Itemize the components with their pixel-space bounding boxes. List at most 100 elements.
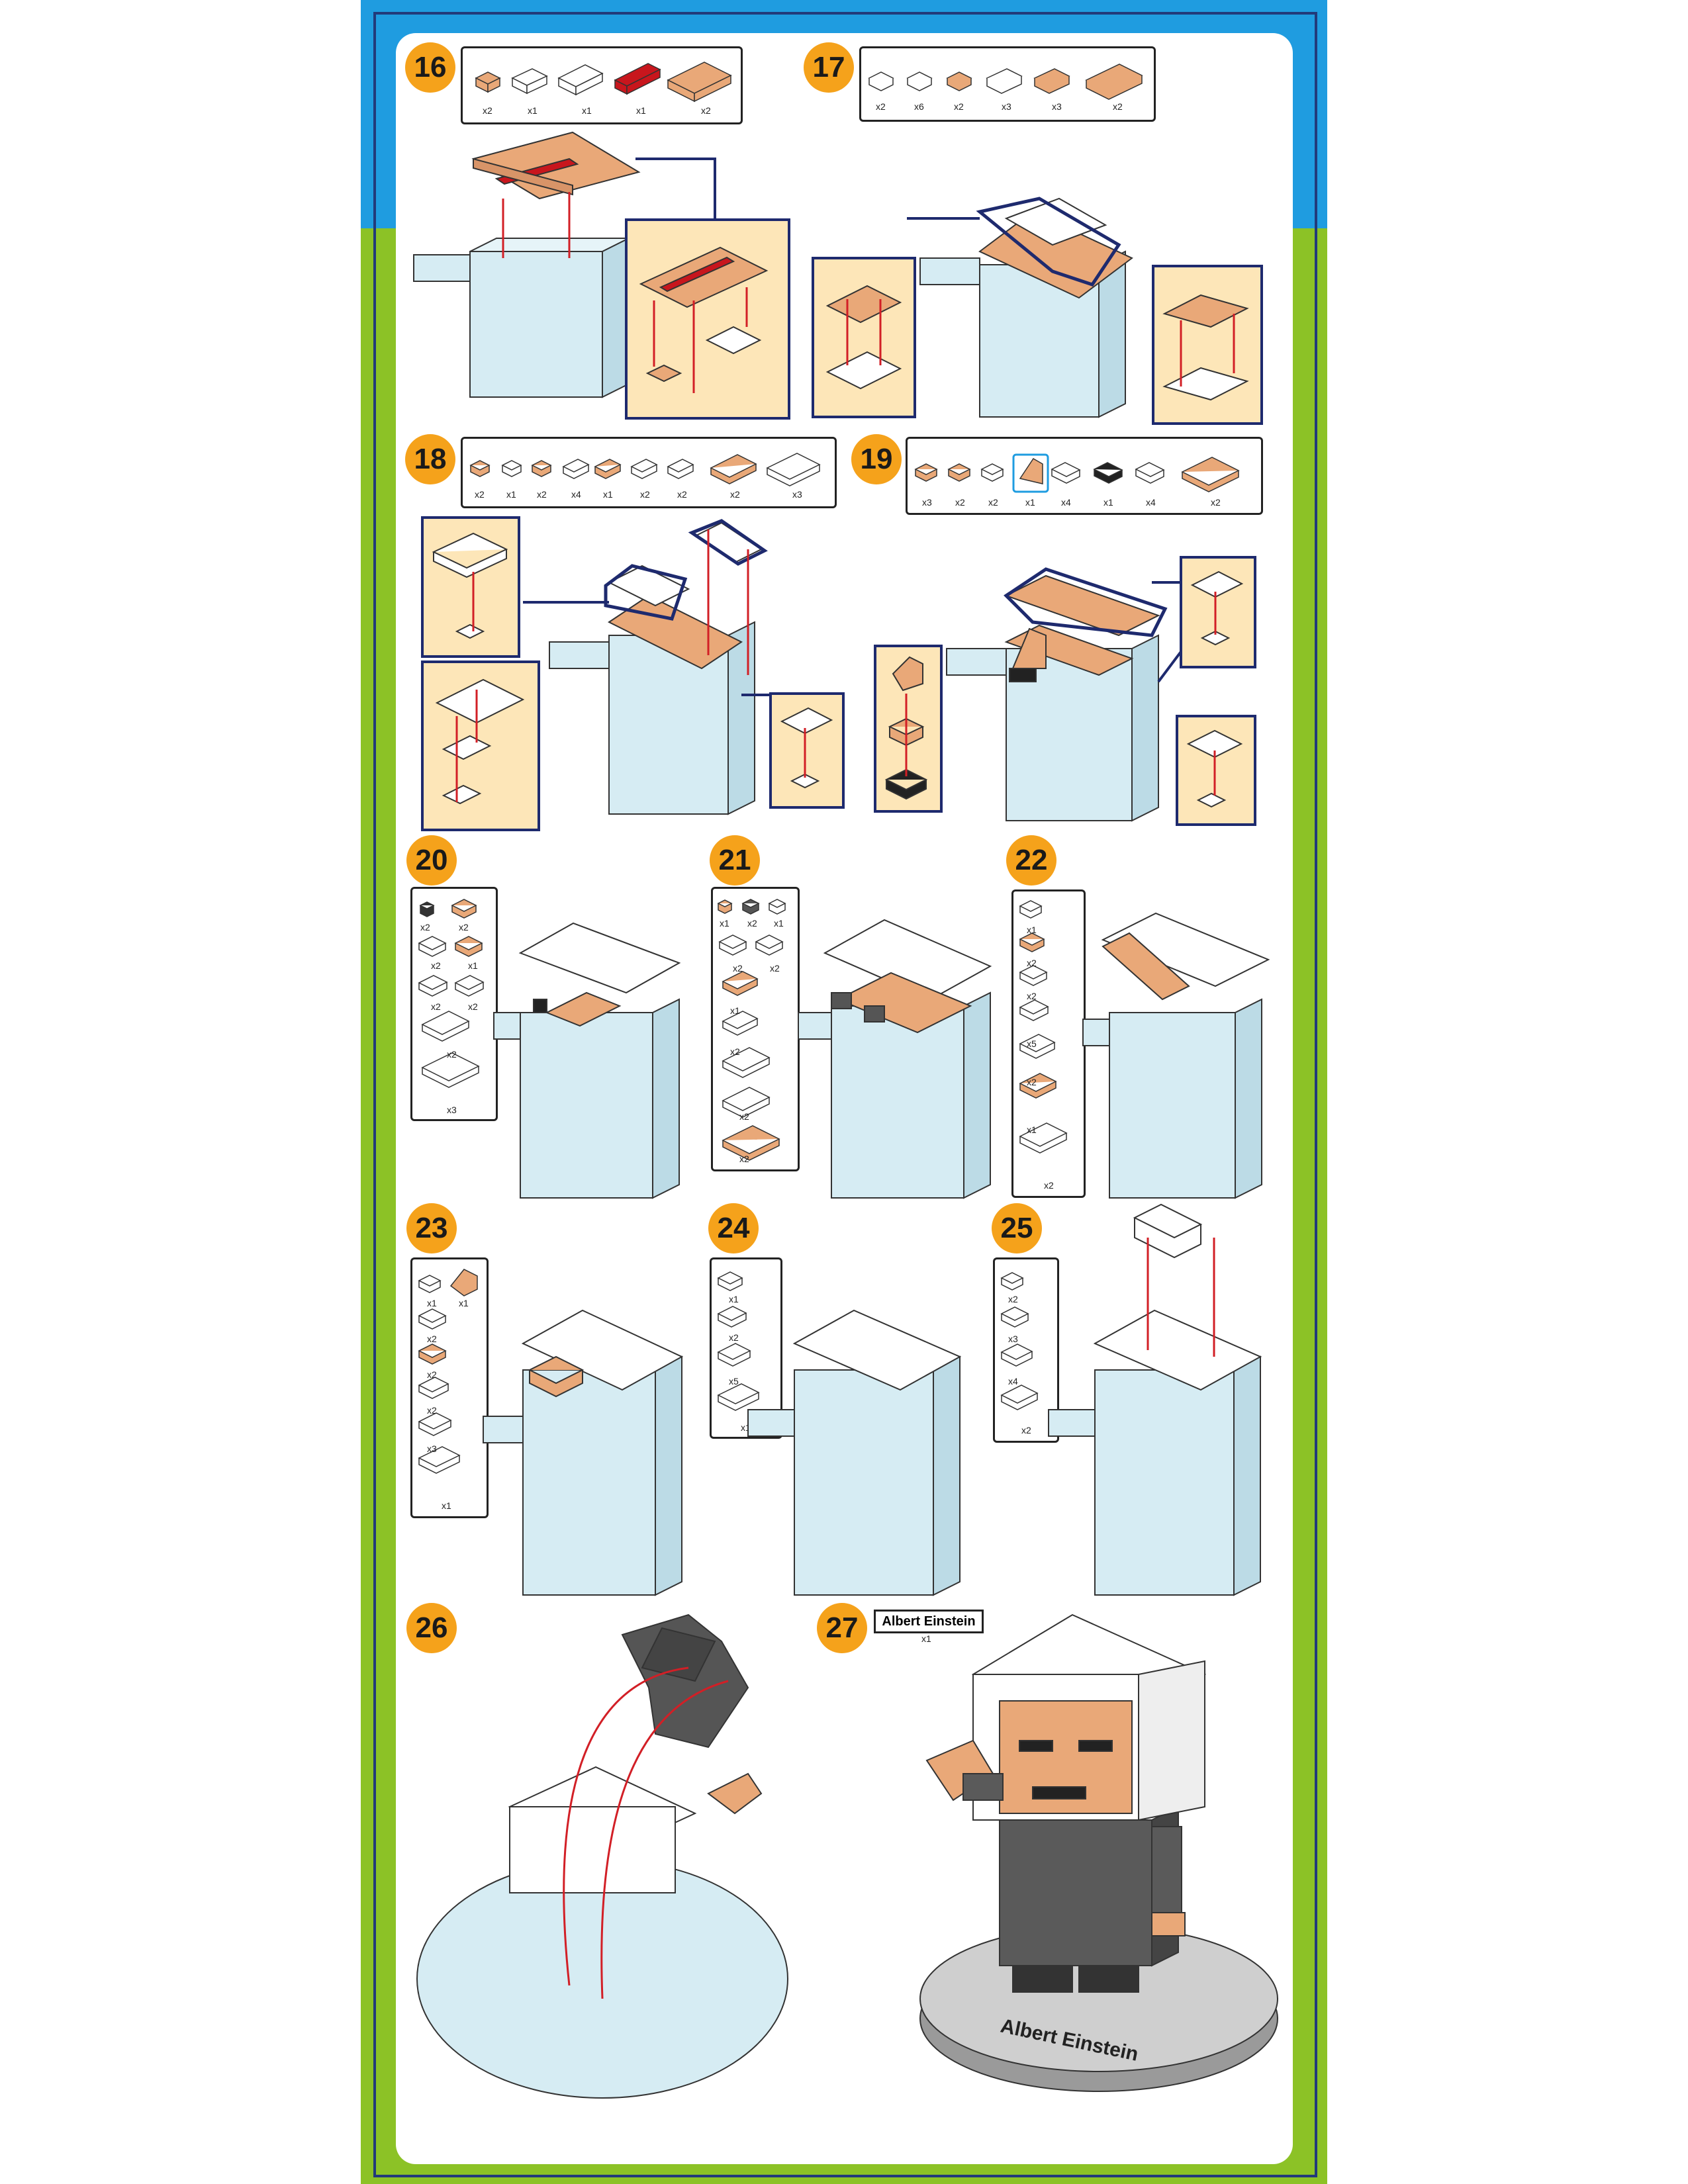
step-20-qty-2: x2 [459, 922, 469, 933]
step-19-parts-list: x3 x2 x2 x1 x4 x1 x4 x2 [906, 437, 1263, 515]
step-20-qty-7: x2 [447, 1049, 457, 1060]
step-22-parts-list: x1 x2 x2 x5 x2 x1 x2 [1011, 889, 1086, 1198]
step-17-right-callout [1152, 265, 1263, 425]
step-18-parts-list: x2 x1 x2 x4 x1 x2 x2 x2 x3 [461, 437, 837, 508]
step-16-parts-list: x2 x1 x1 x1 x2 [461, 46, 743, 124]
step-23-qty-2: x1 [459, 1298, 469, 1308]
step-21-number: 21 [718, 844, 751, 876]
step-24-number: 24 [717, 1212, 750, 1244]
step-19-badge: 19 [851, 434, 902, 484]
step-22-model-illustration [1082, 912, 1270, 1199]
step-18-qty-7: x2 [677, 489, 687, 500]
step-17-number: 17 [812, 51, 845, 83]
step-25-qty-1: x2 [1008, 1294, 1018, 1304]
step-19-qty-4: x1 [1025, 497, 1035, 508]
step-26-model-illustration [416, 1614, 788, 2099]
step-18-callout-c-bricks [780, 707, 833, 789]
step-19-qty-1: x3 [922, 497, 932, 508]
step-20-qty-4: x1 [468, 960, 478, 971]
step-18-callout-a [421, 516, 520, 658]
step-25-qty-2: x3 [1008, 1334, 1018, 1344]
step-19-parts-icons [914, 453, 1240, 493]
step-20-badge: 20 [406, 835, 457, 886]
step-22-qty-1: x1 [1027, 925, 1037, 935]
step-17-left-callout [812, 257, 916, 418]
step-17-left-callout-bricks [825, 285, 902, 390]
step-24-parts-icons [717, 1271, 760, 1411]
step-19-callout-a [874, 645, 943, 813]
step-18-qty-4: x4 [571, 489, 581, 500]
step-20-number: 20 [415, 844, 448, 876]
step-20-qty-1: x2 [420, 922, 430, 933]
step-24-qty-3: x5 [729, 1376, 739, 1387]
step-19-model-illustration [946, 567, 1199, 822]
step-21-qty-3: x1 [774, 918, 784, 929]
step-21-qty-2: x2 [747, 918, 757, 929]
step-18-model-illustration [523, 519, 794, 815]
step-16-detail-callout [625, 218, 790, 420]
step-19-qty-6: x1 [1103, 497, 1113, 508]
step-22-qty-3: x2 [1027, 991, 1037, 1001]
step-16-badge: 16 [405, 42, 455, 93]
step-17-parts-list: x2 x6 x2 x3 x3 x2 [859, 46, 1156, 122]
step-17-badge: 17 [804, 42, 854, 93]
step-24-badge: 24 [708, 1203, 759, 1253]
step-22-qty-7: x2 [1044, 1180, 1054, 1191]
step-22-badge: 22 [1006, 835, 1056, 886]
step-21-qty-1: x1 [720, 918, 729, 929]
step-22-parts-icons [1019, 900, 1068, 1154]
step-24-qty-1: x1 [729, 1294, 739, 1304]
step-16-qty-3: x1 [582, 105, 592, 116]
step-20-qty-3: x2 [431, 960, 441, 971]
step-20-qty-8: x3 [447, 1105, 457, 1115]
step-19-callout-c-bricks [1186, 729, 1243, 808]
step-26-badge: 26 [406, 1603, 457, 1653]
step-18-callout-a-bricks [432, 532, 508, 639]
step-23-parts-icons [418, 1269, 478, 1474]
step-25-model-illustration [1048, 1203, 1262, 1596]
step-21-model-illustration [798, 919, 992, 1199]
step-17-right-callout-bricks [1162, 294, 1249, 401]
step-18-qty-2: x1 [506, 489, 516, 500]
step-16-detail-bricks [639, 246, 769, 393]
step-21-qty-7: x2 [730, 1046, 740, 1057]
step-18-qty-3: x2 [537, 489, 547, 500]
step-18-parts-icons [469, 453, 821, 486]
step-27-number: 27 [825, 1612, 859, 1644]
step-23-parts-list: x1 x1 x2 x2 x2 x3 x1 [410, 1257, 489, 1518]
step-19-qty-2: x2 [955, 497, 965, 508]
step-20-qty-6: x2 [468, 1001, 478, 1012]
step-16-parts-icons [475, 62, 732, 103]
step-22-qty-6: x1 [1027, 1124, 1037, 1135]
step-21-badge: 21 [710, 835, 760, 886]
step-19-qty-5: x4 [1061, 497, 1071, 508]
step-22-number: 22 [1015, 844, 1048, 876]
step-21-qty-4: x2 [733, 963, 743, 974]
step-19-qty-8: x2 [1211, 497, 1221, 508]
step-23-qty-5: x2 [427, 1405, 437, 1416]
step-18-qty-1: x2 [475, 489, 485, 500]
step-25-badge: 25 [992, 1203, 1042, 1253]
step-19-callout-a-bricks [884, 656, 928, 800]
step-25-qty-4: x2 [1021, 1425, 1031, 1435]
step-22-qty-5: x2 [1027, 1077, 1037, 1087]
step-19-qty-3: x2 [988, 497, 998, 508]
step-21-qty-8: x2 [739, 1111, 749, 1122]
step-24-qty-2: x2 [729, 1332, 739, 1343]
step-25-qty-3: x4 [1008, 1376, 1018, 1387]
step-27-finished-figure: Albert Einstein [919, 1614, 1278, 2092]
step-17-qty-5: x3 [1052, 101, 1062, 112]
step-20-model-illustration [493, 922, 681, 1199]
step-21-parts-list: x1 x2 x1 x2 x2 x1 x2 x2 x2 [711, 887, 800, 1171]
step-17-qty-2: x6 [914, 101, 924, 112]
step-17-qty-3: x2 [954, 101, 964, 112]
step-18-qty-6: x2 [640, 489, 650, 500]
step-23-qty-6: x3 [427, 1443, 437, 1454]
step-17-parts-icons [868, 64, 1143, 100]
step-23-qty-1: x1 [427, 1298, 437, 1308]
step-18-qty-5: x1 [603, 489, 613, 500]
step-23-qty-7: x1 [442, 1500, 451, 1511]
step-18-badge: 18 [405, 434, 455, 484]
step-16-number: 16 [414, 51, 447, 83]
step-21-qty-5: x2 [770, 963, 780, 974]
